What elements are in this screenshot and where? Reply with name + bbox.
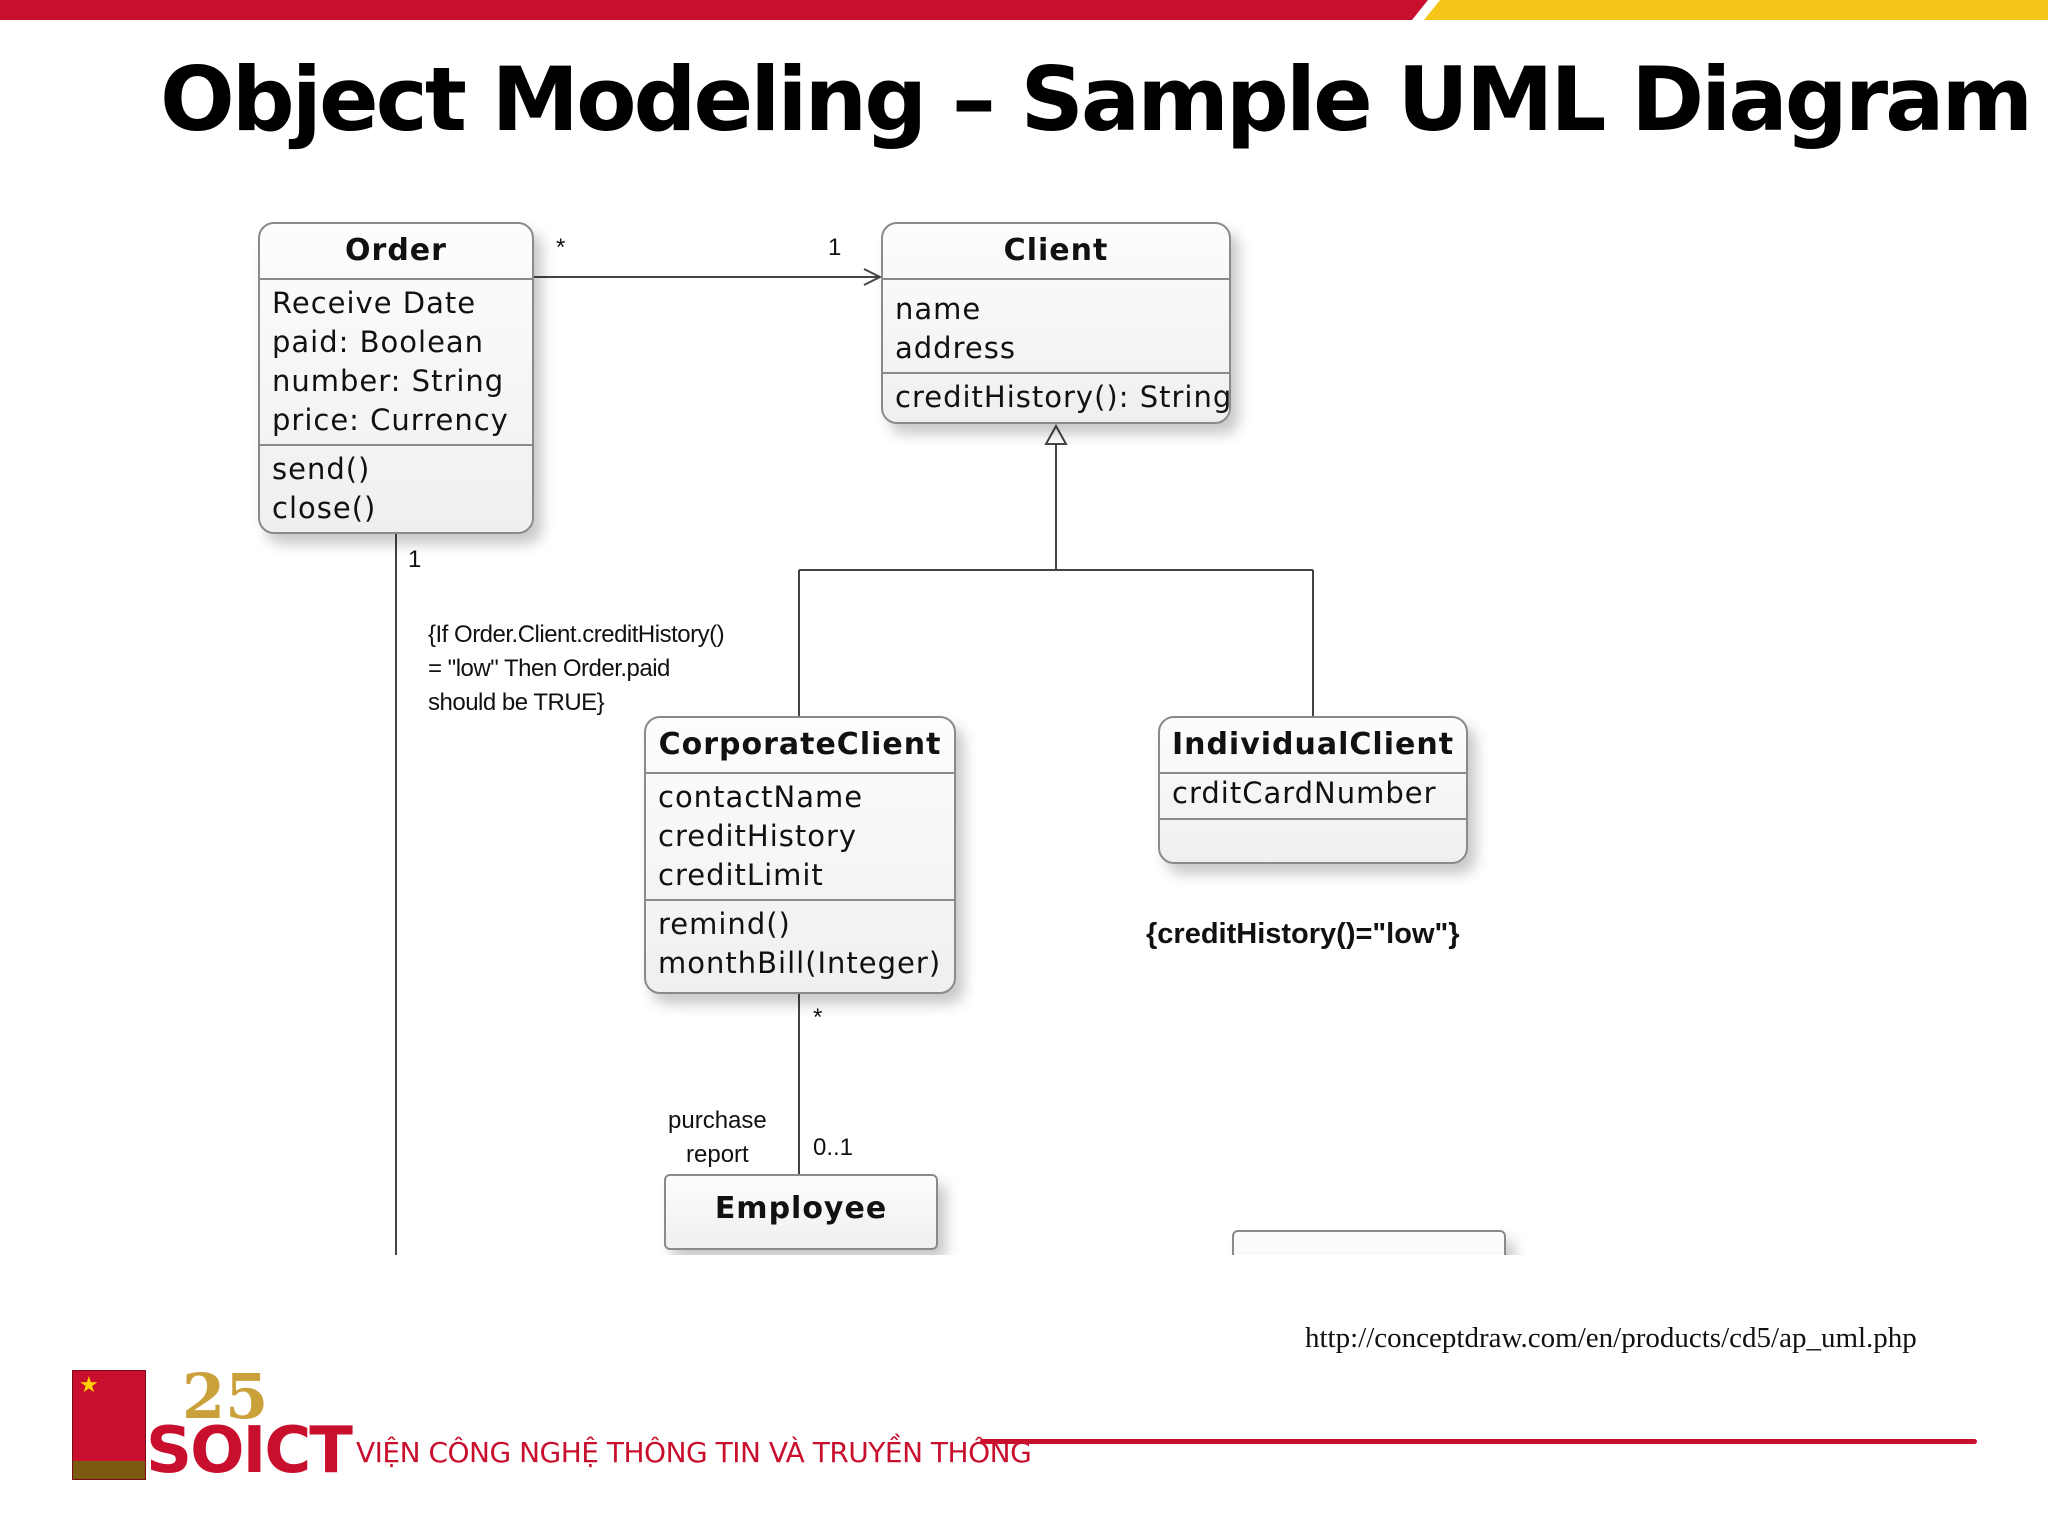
operation: close()	[272, 491, 377, 525]
footer: ★ 25 SOICT VIỆN CÔNG NGHỆ THÔNG TIN VÀ T…	[0, 1360, 2048, 1490]
constraint-line: = "low" Then Order.paid	[428, 655, 670, 682]
soict-logo: SOICT	[146, 1414, 353, 1488]
class-client-name: Client	[883, 224, 1229, 280]
class-order-name: Order	[260, 224, 532, 280]
class-corporate-client-name: CorporateClient	[646, 718, 954, 774]
constraint-line: should be TRUE}	[428, 689, 605, 716]
class-individual-client-operations	[1160, 818, 1466, 858]
university-crest-icon: ★	[72, 1370, 146, 1480]
class-cropped-bottom	[1232, 1230, 1506, 1255]
multiplicity-employee-end: 0..1	[813, 1134, 854, 1161]
attribute: creditHistory	[658, 819, 858, 853]
attribute: name	[895, 292, 982, 326]
role-label-purchase-report: purchase report	[668, 1104, 767, 1172]
class-employee[interactable]: Employee	[664, 1174, 938, 1250]
order-constraint-note: {If Order.Client.creditHistory() = "low"…	[428, 618, 725, 720]
institute-name: VIỆN CÔNG NGHỆ THÔNG TIN VÀ TRUYỀN THÔNG	[356, 1436, 1032, 1469]
attribute: number: String	[272, 364, 505, 398]
crest-band	[73, 1461, 145, 1479]
source-url: http://conceptdraw.com/en/products/cd5/a…	[1305, 1322, 1917, 1354]
constraint-line: {If Order.Client.creditHistory()	[428, 621, 725, 648]
generalization-triangle	[1044, 423, 1068, 445]
top-bar-red	[0, 0, 1428, 20]
attribute: paid: Boolean	[272, 325, 485, 359]
operation: creditHistory(): String	[895, 380, 1231, 414]
role-label-line: report	[686, 1141, 749, 1168]
multiplicity-corporate-end: *	[813, 1004, 823, 1031]
role-label-line: purchase	[668, 1107, 767, 1134]
top-accent-bar	[0, 0, 2048, 20]
class-employee-name: Employee	[714, 1191, 888, 1226]
top-bar-yellow	[1424, 0, 2048, 20]
multiplicity-client-end: 1	[828, 234, 842, 261]
attribute: price: Currency	[272, 403, 509, 437]
class-individual-client[interactable]: IndividualClient crditCardNumber	[1158, 716, 1468, 864]
class-individual-client-name: IndividualClient	[1160, 718, 1466, 774]
uml-diagram: Order Receive Date paid: Boolean number:…	[258, 222, 1506, 1255]
operation: remind()	[658, 907, 791, 941]
attribute: contactName	[658, 780, 864, 814]
class-client[interactable]: Client name address creditHistory(): Str…	[881, 222, 1231, 424]
class-order-attributes: Receive Date paid: Boolean number: Strin…	[260, 280, 532, 444]
attribute: creditLimit	[658, 858, 824, 892]
multiplicity-order-end: *	[556, 234, 566, 261]
class-order[interactable]: Order Receive Date paid: Boolean number:…	[258, 222, 534, 534]
attribute: Receive Date	[272, 286, 477, 320]
star-icon: ★	[79, 1373, 99, 1398]
class-client-attributes: name address	[883, 280, 1229, 372]
individual-client-constraint: {creditHistory()="low"}	[1146, 918, 1460, 950]
diagram-connectors	[395, 268, 1314, 1255]
class-order-operations: send() close()	[260, 444, 532, 532]
attribute: address	[895, 331, 1016, 365]
attribute: crditCardNumber	[1172, 776, 1437, 810]
association-arrowhead	[863, 268, 883, 286]
class-individual-client-attributes: crditCardNumber	[1160, 774, 1466, 818]
slide-title: Object Modeling – Sample UML Diagram	[160, 48, 2033, 151]
anniversary-badge: 25	[182, 1360, 269, 1433]
footer-divider-line	[980, 1439, 1977, 1444]
operation: send()	[272, 452, 371, 486]
multiplicity-order-down: 1	[408, 546, 422, 573]
class-client-operations: creditHistory(): String	[883, 372, 1229, 421]
class-corporate-client[interactable]: CorporateClient contactName creditHistor…	[644, 716, 956, 994]
class-corporate-client-attributes: contactName creditHistory creditLimit	[646, 774, 954, 899]
class-corporate-client-operations: remind() monthBill(Integer)	[646, 899, 954, 987]
operation: monthBill(Integer)	[658, 946, 942, 980]
